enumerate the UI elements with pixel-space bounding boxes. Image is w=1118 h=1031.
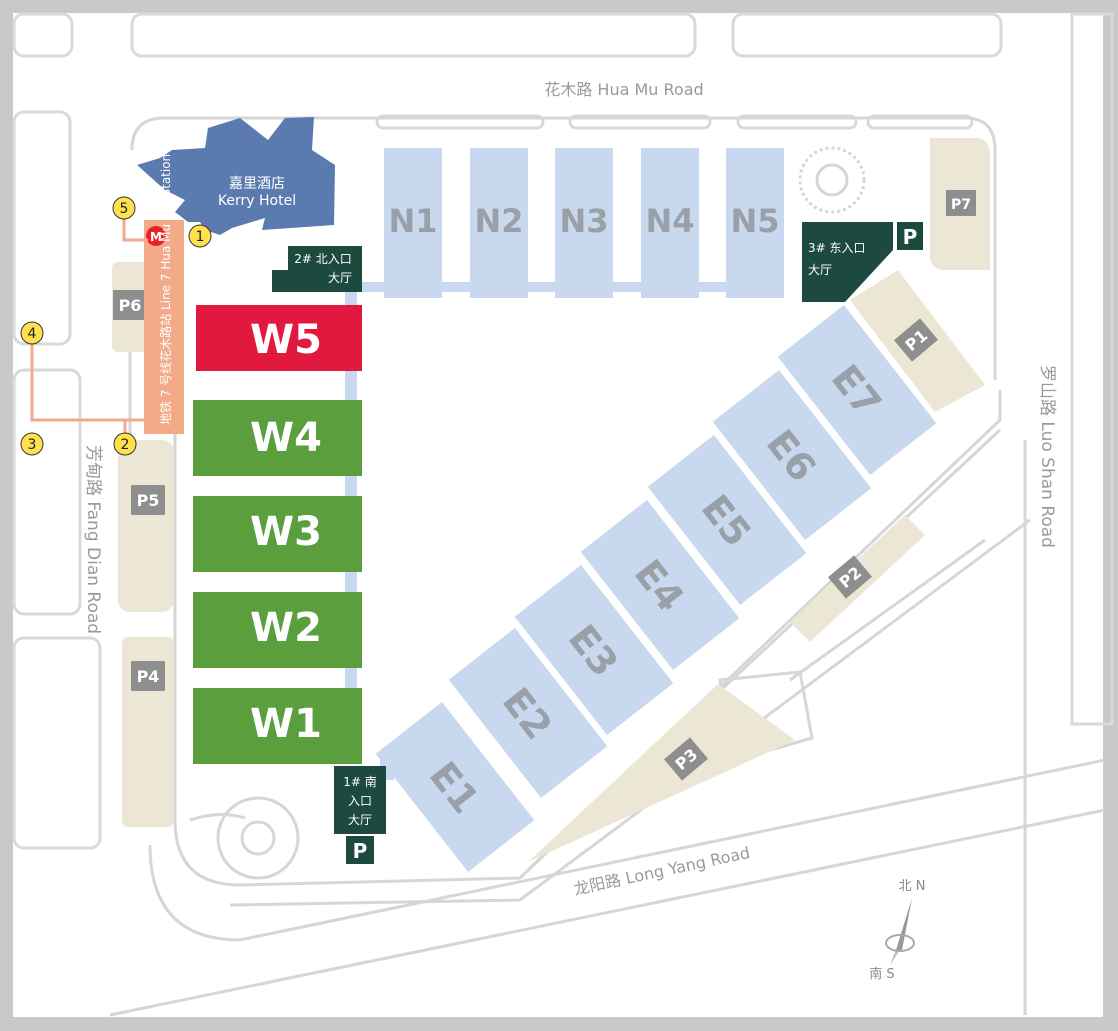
east-entrance-label-2: 大厅 [808, 263, 832, 277]
south-parking-sign[interactable]: P [346, 836, 374, 864]
hall-label-n1: N1 [388, 202, 437, 240]
hall-label-w3: W3 [250, 509, 322, 555]
compass-south-label: 南 S [869, 966, 894, 982]
road-label-fang-dian: 芳甸路 Fang Dian Road [83, 445, 103, 634]
exit-label-1: 1 [196, 229, 205, 245]
north-entrance-block [272, 246, 362, 292]
parking-label-p4: P4 [137, 667, 160, 686]
east-halls: E1 E2 E3 E4 E5 E6 E7 [375, 305, 937, 872]
south-entrance-label-3: 大厅 [348, 813, 372, 827]
exit-label-2: 2 [121, 437, 130, 453]
hall-w5[interactable]: W5 [196, 305, 362, 371]
north-halls: N1 N2 N3 N4 N5 [384, 148, 784, 298]
parking-area-p5 [118, 440, 174, 612]
hotel-name-en: Kerry Hotel [218, 193, 296, 209]
hall-e6[interactable]: E6 [712, 370, 872, 540]
metro-icon [146, 226, 166, 246]
metro-station[interactable]: M 地铁 7 号线花木路站 Line 7 Hua Mu Rd. Station [144, 154, 184, 434]
hall-e4[interactable]: E4 [580, 500, 740, 670]
east-entrance-block [802, 222, 893, 302]
hall-n3[interactable]: N3 [555, 148, 613, 298]
hotel-name-cn: 嘉里酒店 [229, 176, 285, 192]
compass-ring [885, 934, 915, 952]
exit-marker-5[interactable]: 5 [112, 196, 136, 220]
hall-n2[interactable]: N2 [470, 148, 528, 298]
hall-n5[interactable]: N5 [726, 148, 784, 298]
east-parking-sign-label: P [903, 225, 918, 249]
hall-label-w4: W4 [250, 415, 322, 461]
exit-marker-1[interactable]: 1 [188, 224, 212, 248]
hall-n1[interactable]: N1 [384, 148, 442, 298]
roundabout-south-west-center [240, 820, 276, 856]
exit-label-5: 5 [120, 201, 129, 217]
parking-badge-p1[interactable]: P1 [893, 318, 939, 362]
city-blocks [12, 12, 1114, 850]
east-entrance-label-1: 3# 东入口 [808, 241, 866, 255]
east-parking-sign[interactable]: P [897, 222, 923, 250]
hall-w3[interactable]: W3 [193, 496, 362, 572]
north-entrance[interactable]: 2# 北入口 大厅 [272, 246, 362, 292]
compass-north-label: 北 N [899, 879, 926, 894]
hall-w1[interactable]: W1 [193, 688, 362, 764]
hotel-building [137, 117, 335, 235]
kerry-hotel[interactable]: 嘉里酒店 Kerry Hotel [137, 117, 335, 235]
metro-icon-glyph: M [150, 230, 162, 244]
compass-needle [896, 898, 912, 950]
hall-label-w5: W5 [250, 317, 322, 363]
south-entrance[interactable]: 1# 南 入口 大厅 P [334, 766, 386, 864]
east-entrance[interactable]: 3# 东入口 大厅 P [802, 222, 923, 302]
roundabout-north-east-center [815, 163, 849, 197]
parking-badge-p4[interactable]: P4 [131, 661, 165, 691]
exit-label-4: 4 [28, 326, 37, 342]
exit-marker-4[interactable]: 4 [20, 321, 44, 345]
metro-exits: 1 2 3 4 5 [20, 196, 212, 456]
hall-e2[interactable]: E2 [448, 628, 608, 798]
hall-label-w1: W1 [250, 701, 322, 747]
hall-label-n2: N2 [474, 202, 523, 240]
road-label-luo-shan: 罗山路 Luo Shan Road [1037, 365, 1057, 548]
hall-e3[interactable]: E3 [514, 565, 674, 735]
north-entrance-label-1: 2# 北入口 [294, 252, 352, 266]
metro-station-label: 地铁 7 号线花木路站 Line 7 Hua Mu Rd. Station [158, 154, 173, 425]
parking-label-p6: P6 [119, 296, 142, 315]
metro-station-block [144, 220, 184, 434]
parking-area-p3 [528, 684, 795, 862]
hall-label-n5: N5 [730, 202, 779, 240]
north-entrance-label-2: 大厅 [328, 271, 352, 285]
south-entrance-label-2: 入口 [348, 794, 372, 808]
parking-badges: P7 P1 P2 P3 P4 P5 P6 [113, 190, 976, 781]
parking-badge-p5[interactable]: P5 [131, 485, 165, 515]
hall-e5[interactable]: E5 [647, 435, 807, 605]
exit-marker-3[interactable]: 3 [20, 432, 44, 456]
exit-label-3: 3 [28, 437, 37, 453]
road-label-hua-mu: 花木路 Hua Mu Road [544, 80, 703, 99]
hall-label-w2: W2 [250, 605, 322, 651]
hall-w2[interactable]: W2 [193, 592, 362, 668]
west-halls: W5 W4 W3 W2 W1 [193, 305, 362, 764]
hall-label-n3: N3 [559, 202, 608, 240]
parking-label-p5: P5 [137, 491, 160, 510]
south-entrance-label-1: 1# 南 [343, 774, 377, 789]
hall-e1[interactable]: E1 [375, 702, 535, 872]
parking-badge-p7[interactable]: P7 [946, 190, 976, 216]
compass: 北 N 南 S [869, 879, 925, 982]
parking-label-p7: P7 [951, 197, 971, 213]
hall-label-n4: N4 [645, 202, 694, 240]
south-parking-sign-label: P [353, 839, 368, 863]
hall-w4[interactable]: W4 [193, 400, 362, 476]
roundabout-south-west [216, 796, 300, 880]
hall-e7[interactable]: E7 [777, 305, 937, 475]
exit-marker-2[interactable]: 2 [113, 432, 137, 456]
hall-n4[interactable]: N4 [641, 148, 699, 298]
parking-badge-p6[interactable]: P6 [113, 290, 147, 320]
south-entrance-block [334, 766, 386, 834]
roundabout-north-east [798, 146, 866, 214]
